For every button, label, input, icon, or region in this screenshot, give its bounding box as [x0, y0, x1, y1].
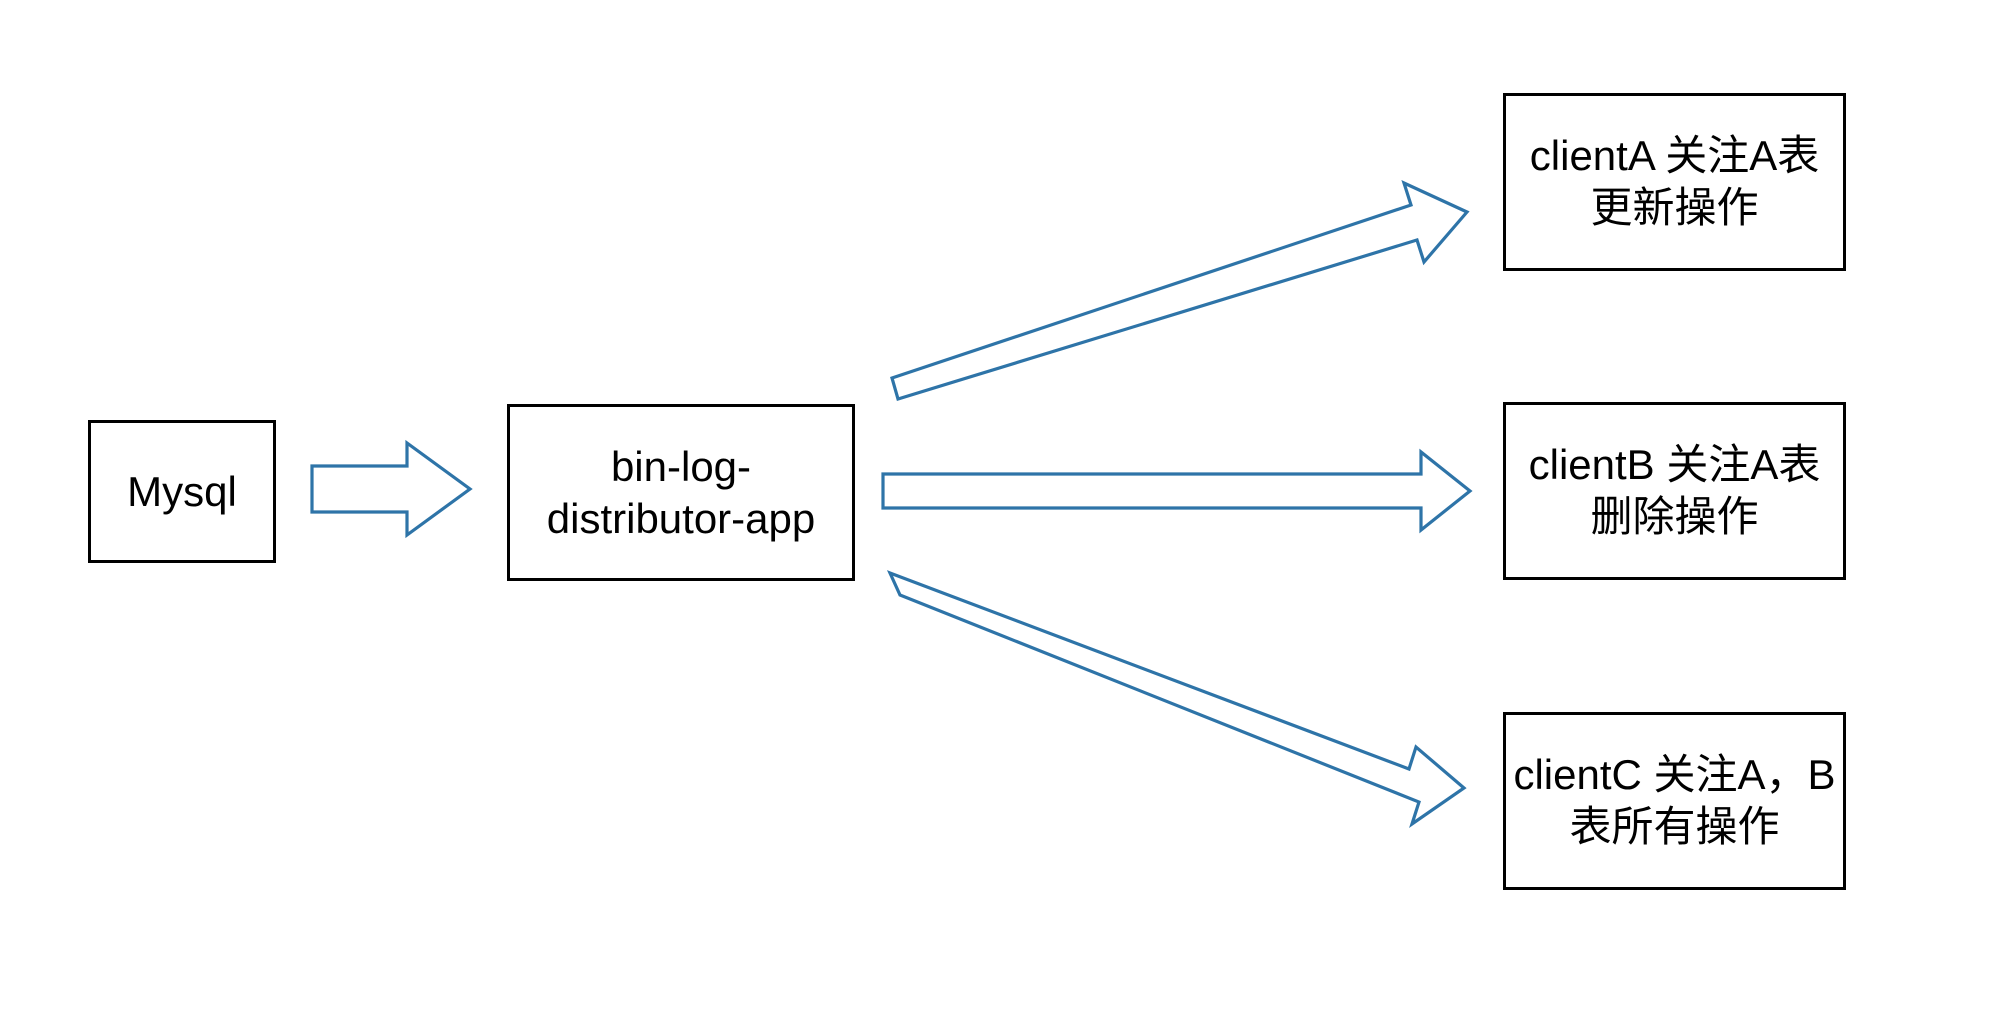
- arrow-distributor-to-clientA: [892, 183, 1467, 399]
- node-clientC[interactable]: clientC 关注A，B 表所有操作: [1503, 712, 1846, 890]
- arrow-distributor-to-clientC: [890, 573, 1464, 824]
- arrow-mysql-to-distributor: [312, 443, 470, 535]
- node-clientA[interactable]: clientA 关注A表 更新操作: [1503, 93, 1846, 271]
- node-clientC-label: clientC 关注A，B 表所有操作: [1513, 750, 1836, 851]
- node-clientB-label: clientB 关注A表 删除操作: [1528, 440, 1821, 541]
- node-clientB[interactable]: clientB 关注A表 删除操作: [1503, 402, 1846, 580]
- node-mysql[interactable]: Mysql: [88, 420, 276, 563]
- arrow-distributor-to-clientB: [883, 452, 1470, 530]
- node-distributor[interactable]: bin-log- distributor-app: [507, 404, 855, 581]
- node-mysql-label: Mysql: [127, 467, 237, 515]
- node-clientA-label: clientA 关注A表 更新操作: [1529, 131, 1820, 232]
- node-distributor-label: bin-log- distributor-app: [546, 443, 816, 542]
